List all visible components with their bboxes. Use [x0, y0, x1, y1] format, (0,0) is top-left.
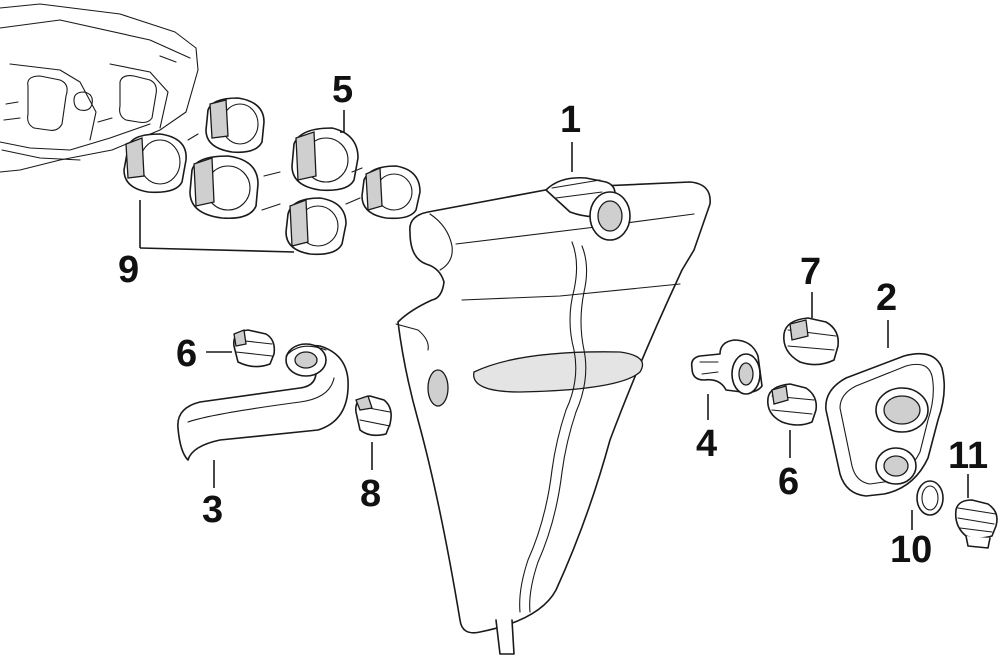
callout-4: 4: [696, 423, 717, 465]
callout-7: 7: [800, 251, 821, 293]
callout-9: 9: [118, 249, 139, 291]
tank-mounting-hole: [427, 369, 449, 407]
clamp-7: [783, 317, 840, 366]
leader-lines: [139, 110, 969, 530]
filter-housing: [825, 352, 946, 497]
callout-2: 2: [876, 277, 897, 319]
clamp-6-left: [232, 329, 276, 368]
callout-3: 3: [202, 489, 223, 531]
clamp-group: [123, 97, 421, 256]
elbow-fitting: [690, 339, 763, 395]
callout-6-left: 6: [176, 333, 197, 375]
o-ring: [916, 480, 944, 516]
callout-1: 1: [560, 99, 581, 141]
callout-10: 10: [890, 529, 932, 571]
oil-tank: [395, 176, 711, 655]
clamp-8: [354, 395, 392, 437]
callout-5: 5: [332, 69, 353, 111]
engine-manifold: [0, 3, 199, 173]
callout-11: 11: [948, 435, 988, 477]
hose: [177, 343, 349, 461]
drain-plug: [954, 499, 998, 549]
clamp-6-right: [766, 383, 818, 426]
callout-6-right: 6: [778, 461, 799, 503]
callout-8: 8: [360, 473, 381, 515]
